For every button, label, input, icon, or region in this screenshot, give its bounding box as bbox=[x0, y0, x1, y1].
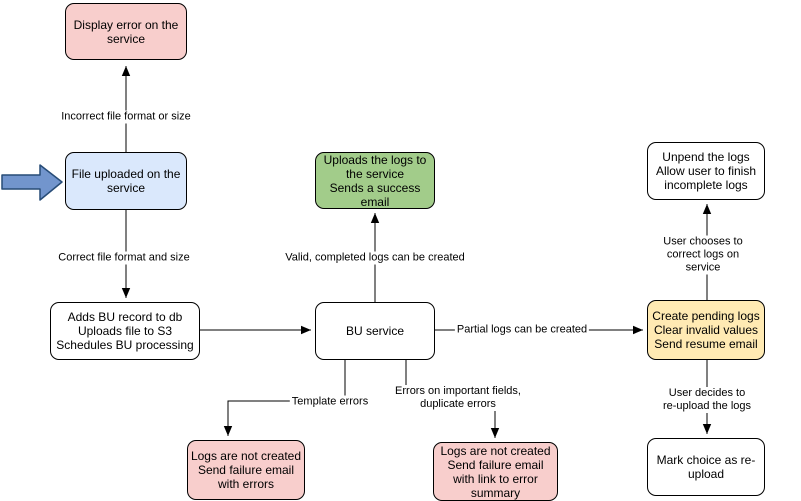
edge-label-important-fields: Errors on important fields, duplicate er… bbox=[393, 385, 523, 411]
entry-arrow-icon bbox=[1, 164, 63, 201]
edge-label-partial-logs: Partial logs can be created bbox=[454, 323, 590, 337]
edge-label-template-errors: Template errors bbox=[289, 395, 371, 409]
edge-label-correct-format: Correct file format and size bbox=[56, 251, 192, 265]
edge-label-valid-logs: Valid, completed logs can be created bbox=[283, 251, 467, 265]
node-uploads-logs-success: Uploads the logs to the service Sends a … bbox=[315, 152, 435, 209]
edge-label-user-corrects: User chooses to correct logs on service bbox=[654, 235, 752, 275]
edge-label-incorrect-format: Incorrect file format or size bbox=[59, 110, 193, 124]
node-unpend-logs: Unpend the logs Allow user to finish inc… bbox=[647, 142, 765, 200]
node-adds-bu-record: Adds BU record to db Uploads file to S3 … bbox=[50, 302, 200, 360]
node-logs-not-created-errors: Logs are not created Send failure email … bbox=[187, 440, 305, 500]
node-create-pending-logs: Create pending logs Clear invalid values… bbox=[647, 300, 765, 360]
node-file-uploaded: File uploaded on the service bbox=[65, 152, 187, 210]
edge-label-user-reuploads: User decides to re-upload the logs bbox=[660, 387, 754, 413]
node-display-error: Display error on the service bbox=[65, 3, 187, 60]
node-bu-service: BU service bbox=[315, 302, 435, 360]
node-mark-choice-reupload: Mark choice as re- upload bbox=[647, 438, 765, 496]
edge-service-to-failure-template bbox=[223, 360, 346, 436]
node-logs-not-created-summary: Logs are not created Send failure email … bbox=[433, 442, 558, 501]
